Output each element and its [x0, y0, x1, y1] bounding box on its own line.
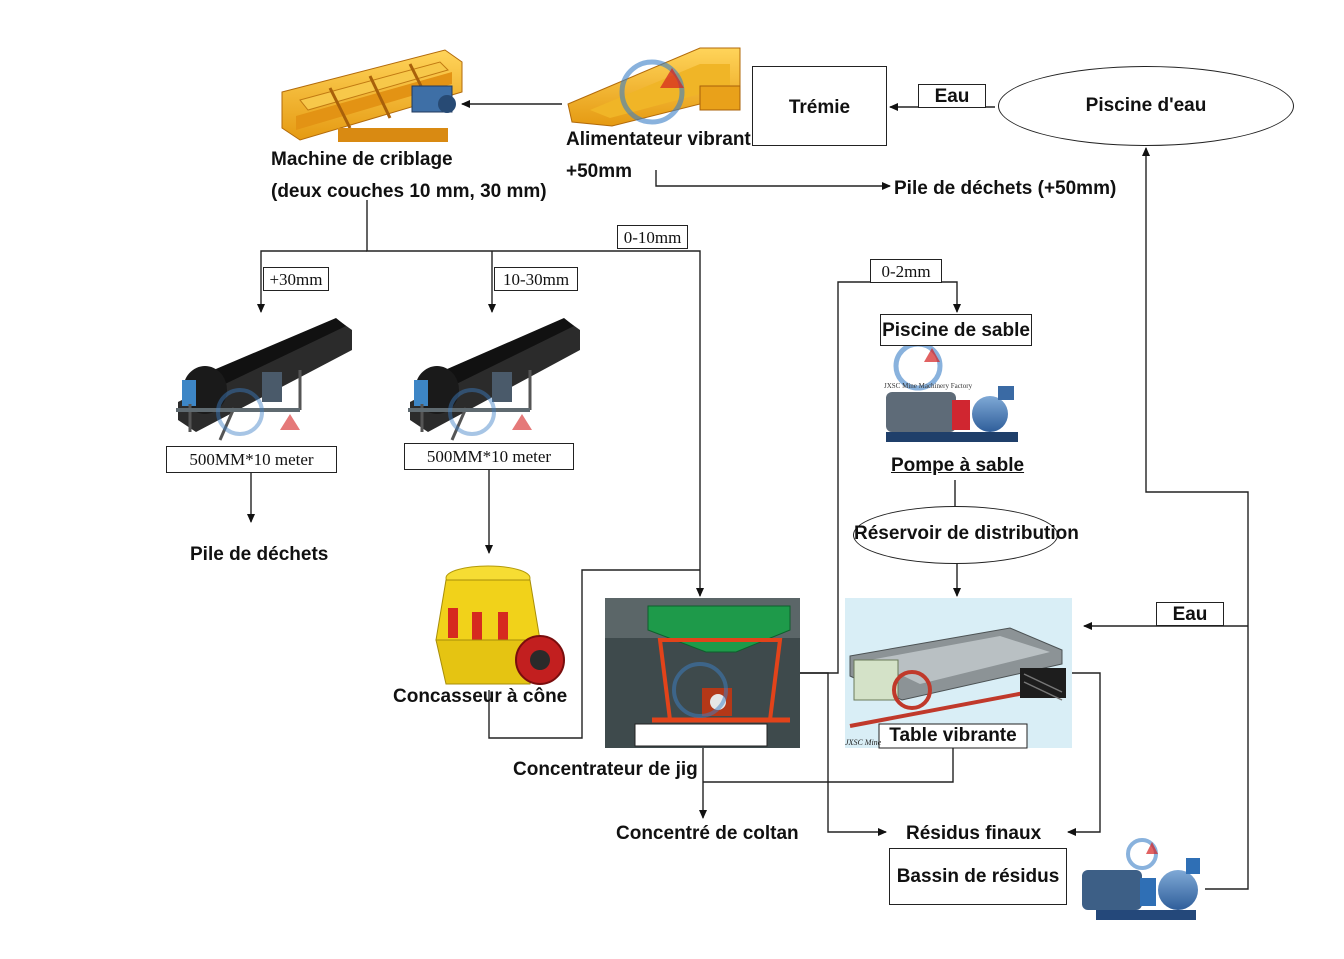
size-0-10-label: 0-10mm [623, 228, 682, 247]
tremie-label: Trémie [788, 97, 851, 118]
eau-top-box: Eau [918, 84, 986, 108]
cone-crusher-image [435, 565, 565, 685]
screening-machine-image [281, 49, 463, 142]
table-label: Table vibrante [889, 725, 1017, 746]
piscine-eau-ellipse: Piscine d'eau [998, 66, 1294, 146]
jig-concentrator-image [605, 598, 800, 748]
pile-dechets-label: Pile de déchets [190, 544, 329, 565]
size-30-label: +30mm [269, 270, 323, 289]
size-10-30-box: 10-30mm [494, 267, 578, 291]
belt-conveyor-1-image [176, 318, 352, 441]
bassin-label: Bassin de résidus [896, 866, 1060, 887]
pompe-sable-label: Pompe à sable [891, 455, 1025, 476]
conveyor-1-label: 500MM*10 meter [189, 450, 314, 469]
vibrating-feeder-image [567, 47, 741, 127]
residus-label: Résidus finaux [906, 823, 1042, 844]
belt-conveyor-2-image [408, 318, 580, 441]
conveyor-2-box: 500MM*10 meter [404, 443, 574, 470]
alimentateur-label: Alimentateur vibrant [566, 129, 751, 150]
sand-pump-image [886, 341, 1018, 442]
bassin-box: Bassin de résidus [889, 848, 1067, 905]
shaking-table-image [845, 598, 1072, 749]
size-0-2-label: 0-2mm [881, 262, 931, 281]
piscine-eau-label: Piscine d'eau [1085, 95, 1207, 116]
conveyor-2-label: 500MM*10 meter [426, 447, 552, 466]
conveyor-1-box: 500MM*10 meter [166, 446, 337, 473]
size-0-2-box: 0-2mm [870, 259, 942, 283]
watermark-short: JXSC Mine [845, 738, 882, 747]
pile-dechets-50-label: Pile de déchets (+50mm) [894, 178, 1117, 199]
concasseur-label: Concasseur à cône [393, 686, 568, 707]
piscine-sable-box: Piscine de sable [880, 314, 1032, 346]
eau-right-label: Eau [1172, 604, 1208, 625]
connectors [247, 100, 1249, 890]
water-pump-image [1082, 838, 1200, 920]
tremie-box: Trémie [752, 66, 887, 146]
piscine-sable-label: Piscine de sable [882, 320, 1030, 341]
size-10-30-label: 10-30mm [502, 270, 570, 289]
reservoir-ellipse: Réservoir de distribution [853, 506, 1079, 564]
criblage-label-2: (deux couches 10 mm, 30 mm) [271, 181, 547, 202]
coltan-label: Concentré de coltan [616, 823, 799, 844]
watermark-factory: JXSC Mine Machinery Factory [884, 382, 973, 390]
plus50-label: +50mm [566, 161, 633, 182]
eau-right-box: Eau [1156, 602, 1224, 626]
size-30-box: +30mm [263, 267, 329, 291]
size-0-10-box: 0-10mm [617, 225, 688, 249]
eau-top-label: Eau [934, 86, 970, 107]
criblage-label-1: Machine de criblage [271, 149, 453, 170]
reservoir-label: Réservoir de distribution [854, 523, 1079, 544]
jig-label: Concentrateur de jig [513, 759, 698, 780]
